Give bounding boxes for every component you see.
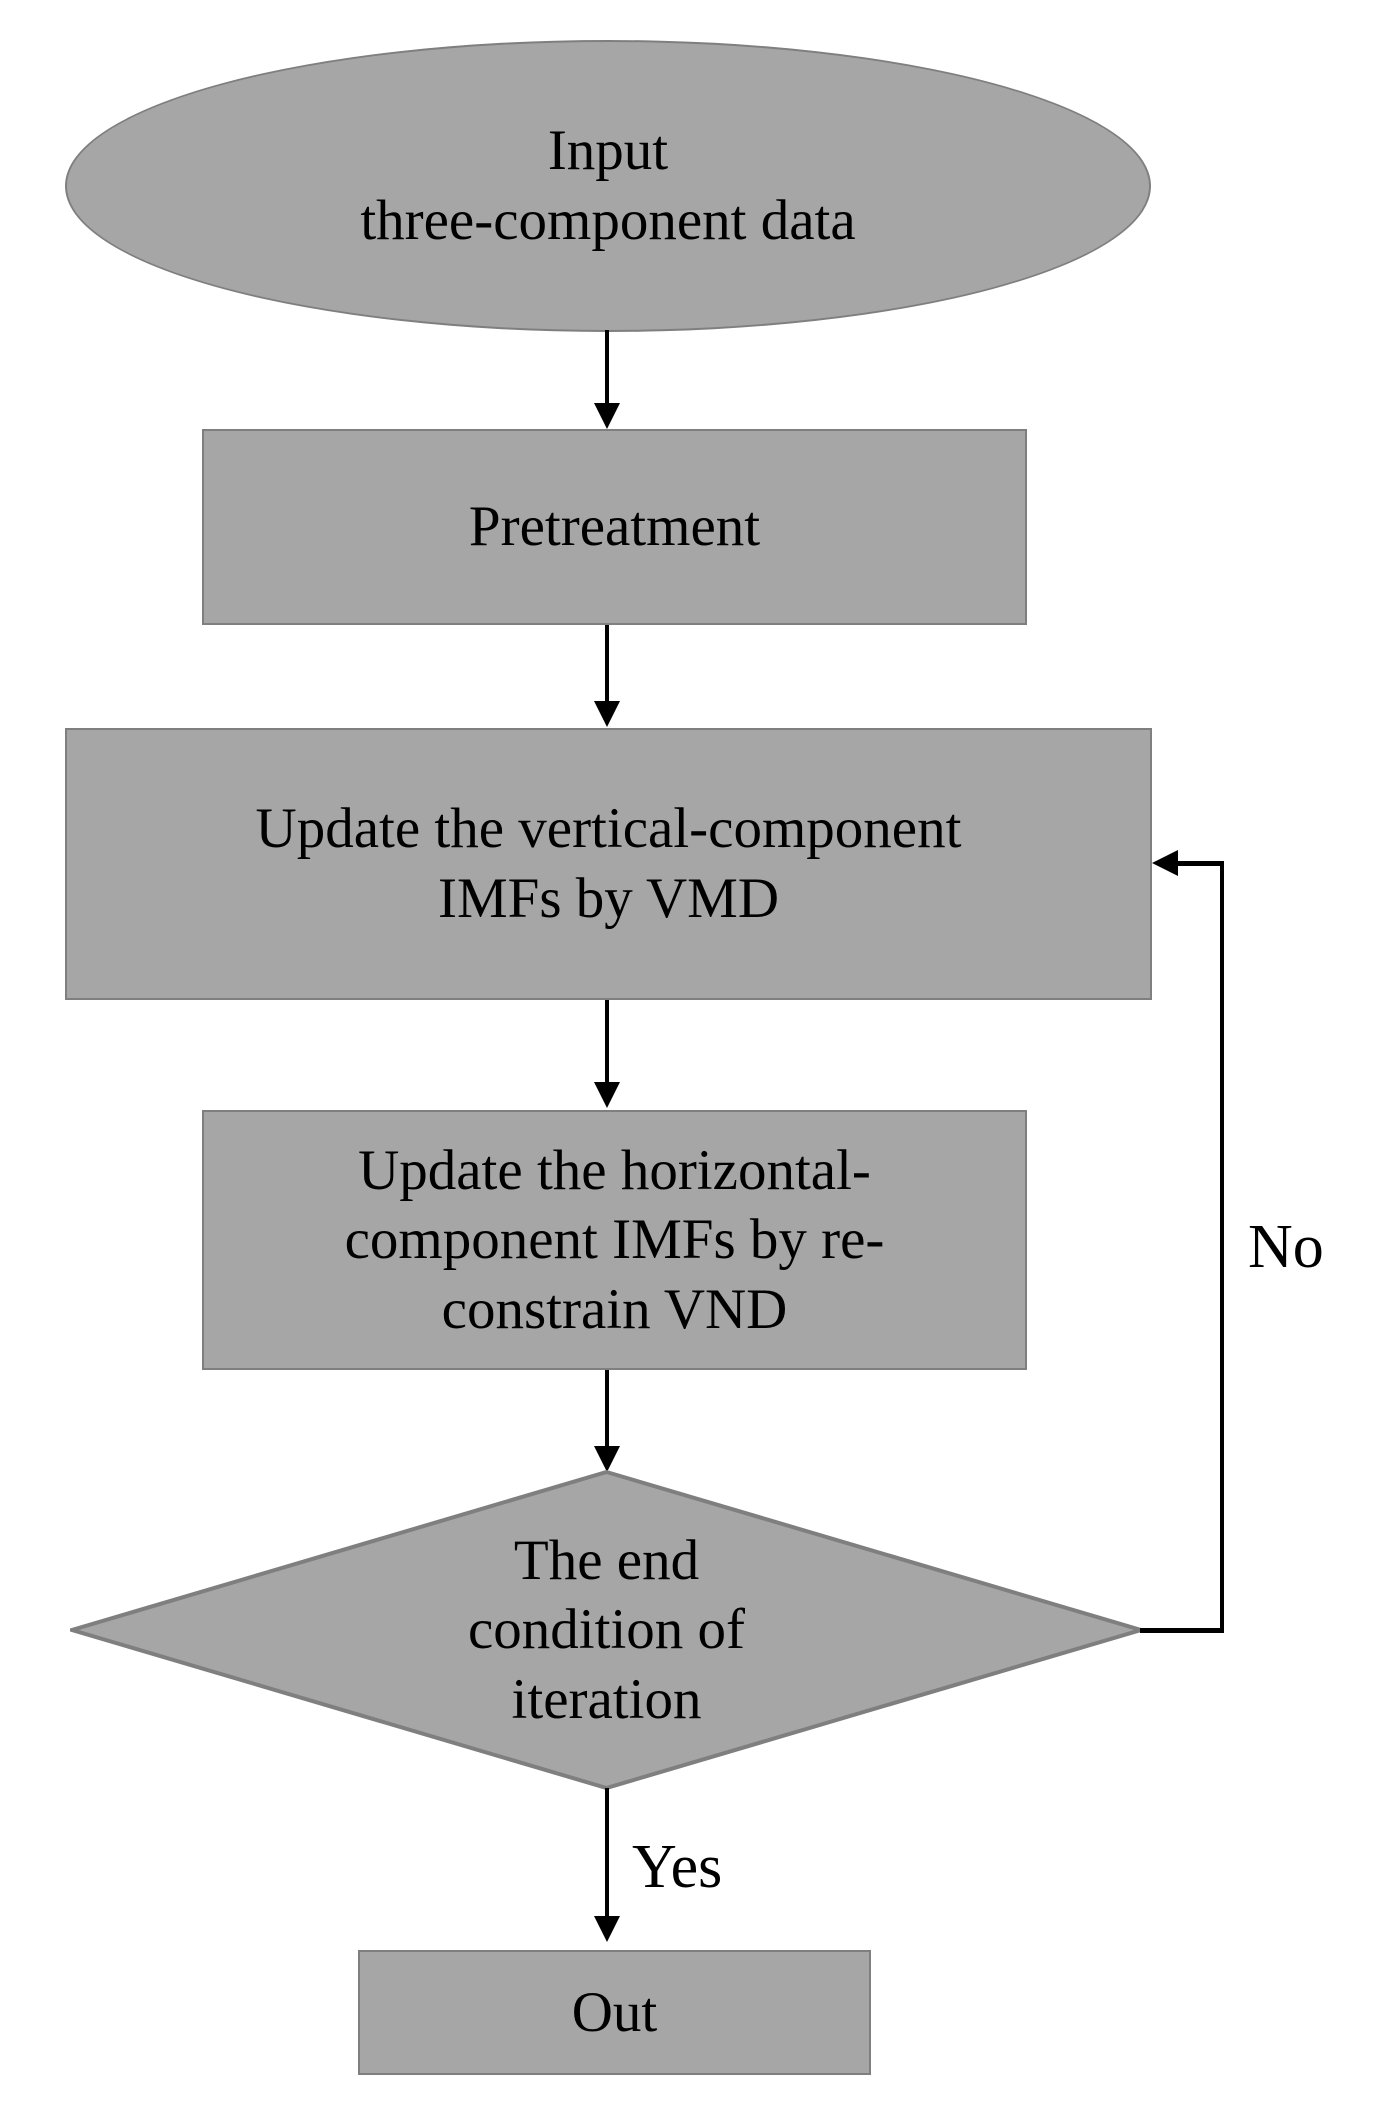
- connector-horizontal-to-decision-line: [605, 1370, 609, 1450]
- node-out-rect[interactable]: [358, 1950, 871, 2075]
- connector-yes-line: [605, 1788, 609, 1920]
- node-update-horizontal-rect[interactable]: [202, 1110, 1027, 1370]
- node-end-condition-diamond[interactable]: [70, 1470, 1143, 1790]
- connector-pretreatment-to-vertical-line: [605, 625, 609, 705]
- connector-no-segment-horizontal-top: [1178, 861, 1224, 866]
- connector-no-segment-horizontal-bottom: [1140, 1628, 1224, 1633]
- connector-vertical-to-horizontal-arrowhead: [594, 1082, 620, 1108]
- connector-no-segment-vertical: [1220, 861, 1224, 1631]
- edge-label-yes: Yes: [632, 1833, 723, 1901]
- node-end-condition-wrap: [70, 1470, 1143, 1790]
- edge-label-no: No: [1248, 1213, 1324, 1281]
- connector-vertical-to-horizontal-line: [605, 1000, 609, 1086]
- connector-yes-arrowhead: [594, 1916, 620, 1942]
- connector-pretreatment-to-vertical-arrowhead: [594, 701, 620, 727]
- node-input-ellipse[interactable]: [65, 40, 1151, 332]
- connector-input-to-pretreatment-arrowhead: [594, 403, 620, 429]
- connector-horizontal-to-decision-arrowhead: [594, 1446, 620, 1472]
- node-pretreatment-rect[interactable]: [202, 429, 1027, 625]
- connector-no-arrowhead: [1152, 850, 1178, 876]
- node-update-vertical-rect[interactable]: [65, 728, 1152, 1000]
- connector-input-to-pretreatment-line: [605, 330, 609, 408]
